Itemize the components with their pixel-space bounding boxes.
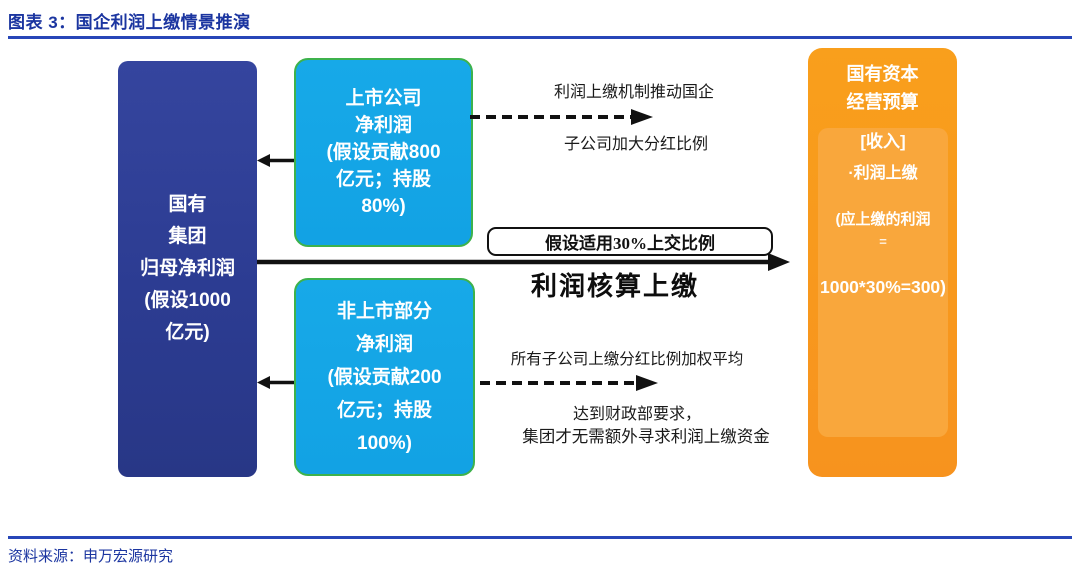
remit-flow-label: 利润核算上缴 — [530, 271, 700, 301]
arrow-left-listed-icon — [257, 154, 294, 167]
bottom-arrow-label-above: 所有子公司上缴分红比例加权平均 — [510, 351, 744, 368]
group-profit-line: 国有 — [168, 194, 207, 215]
unlisted-profit-line: 非上市部分 — [336, 300, 432, 322]
title-underline — [8, 36, 1072, 39]
unlisted-profit-line: 净利润 — [355, 333, 413, 355]
budget-panel-item: ·利润上缴 — [848, 165, 918, 182]
budget-panel-equals: = — [879, 234, 887, 249]
top-arrow-label-above: 利润上缴机制推动国企 — [553, 84, 715, 101]
figure-title: 图表 3：国企利润上缴情景推演 — [8, 13, 251, 32]
budget-panel-formula: 1000*30%=300) — [819, 277, 946, 297]
group-profit-line: 归母净利润 — [139, 258, 235, 279]
group-profit-box: 国有 集团 归母净利润 (假设1000 亿元) — [118, 61, 257, 477]
unlisted-profit-line: 亿元；持股 — [336, 399, 432, 421]
group-profit-line: 集团 — [168, 226, 207, 247]
budget-title-line: 国有资本 — [846, 64, 919, 84]
budget-title-line: 经营预算 — [846, 92, 919, 112]
budget-panel-header: [收入] — [860, 132, 906, 151]
bottom-arrow-label-below-2: 集团才无需额外寻求利润上缴资金 — [522, 428, 770, 446]
budget-box: 国有资本 经营预算 [收入] ·利润上缴 (应上缴的利润 = 1000*30%=… — [808, 48, 957, 477]
group-profit-line: (假设1000 — [144, 290, 231, 311]
footer-divider — [8, 536, 1072, 539]
bottom-arrow-label-below-1: 达到财政部要求， — [572, 406, 702, 423]
listed-profit-line: 亿元；持股 — [335, 169, 431, 190]
listed-profit-line: 80%) — [361, 196, 406, 217]
dashed-arrow-bottom-icon — [480, 375, 658, 391]
budget-box-title: 国有资本 经营预算 — [808, 48, 957, 116]
listed-profit-line: 上市公司 — [345, 88, 422, 109]
listed-profit-line: 净利润 — [354, 115, 412, 136]
top-arrow-label-below: 子公司加大分红比例 — [563, 136, 709, 153]
group-profit-line: 亿元) — [165, 322, 210, 343]
main-flow-arrow-icon — [257, 253, 790, 271]
listed-profit-line: (假设贡献800 — [326, 142, 441, 163]
budget-income-panel: [收入] ·利润上缴 (应上缴的利润 = 1000*30%=300) — [818, 128, 948, 437]
arrow-left-unlisted-icon — [257, 376, 294, 389]
unlisted-profit-box: 非上市部分 净利润 (假设贡献200 亿元；持股 100%) — [294, 278, 475, 476]
budget-panel-note: (应上缴的利润 — [835, 211, 931, 228]
dashed-arrow-top-icon — [470, 109, 653, 125]
listed-profit-box: 上市公司 净利润 (假设贡献800 亿元；持股 80%) — [294, 58, 473, 247]
unlisted-profit-line: 100%) — [357, 432, 412, 454]
remit-ratio-tag: 假设适用30%上交比例 — [487, 227, 773, 256]
unlisted-profit-line: (假设贡献200 — [327, 366, 442, 388]
source-note: 资料来源：申万宏源研究 — [8, 548, 174, 565]
